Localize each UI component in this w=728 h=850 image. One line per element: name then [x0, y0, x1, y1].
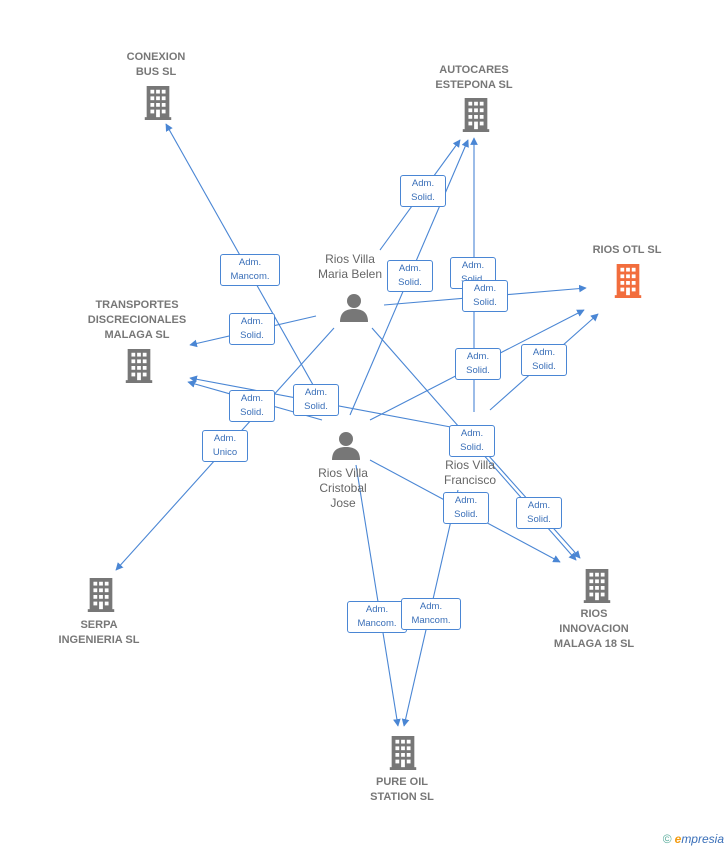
node-rios-otl[interactable]: RIOS OTL SL	[592, 244, 662, 256]
brand-initial: e	[674, 832, 682, 846]
autocares-estepona-building-icon[interactable]	[462, 98, 490, 132]
edge-label[interactable]: Adm. Solid.	[521, 344, 567, 376]
edge-label[interactable]: Adm. Solid.	[229, 313, 275, 345]
node-autocares-estepona[interactable]: AUTOCARES ESTEPONA SL	[435, 64, 513, 91]
node-francisco[interactable]: Rios Villa Francisco	[443, 458, 496, 487]
edge-label[interactable]: Adm. Mancom.	[401, 598, 461, 630]
edge-label[interactable]: Adm. Unico	[202, 430, 248, 462]
edge-label[interactable]: Adm. Solid.	[229, 390, 275, 422]
maria-belen-person-icon[interactable]	[340, 294, 368, 322]
edge-label[interactable]: Adm. Mancom.	[220, 254, 280, 286]
node-rios-innovacion[interactable]: RIOS INNOVACION MALAGA 18 SL	[553, 608, 635, 650]
brand-name: mpresia	[681, 832, 724, 846]
edge-label[interactable]: Adm. Solid.	[462, 280, 508, 312]
conexion-bus-building-icon[interactable]	[144, 86, 172, 120]
edge-label[interactable]: Adm. Solid.	[455, 348, 501, 380]
edge-label[interactable]: Adm. Solid.	[516, 497, 562, 529]
edge-label[interactable]: Adm. Solid.	[449, 425, 495, 457]
edge-label[interactable]: Adm. Solid.	[400, 175, 446, 207]
node-serpa-ingenieria[interactable]: SERPA INGENIERIA SL	[58, 619, 140, 646]
transportes-building-icon[interactable]	[125, 349, 153, 383]
footer-brand: ©empresia	[663, 832, 724, 846]
edge-label[interactable]: Adm. Solid.	[293, 384, 339, 416]
rios-otl-building-icon[interactable]	[614, 264, 642, 298]
innovacion-building-icon[interactable]	[583, 569, 611, 603]
node-pure-oil[interactable]: PURE OIL STATION SL	[370, 776, 434, 803]
edges	[115, 123, 599, 727]
node-maria-belen[interactable]: Rios Villa Maria Belen	[317, 252, 383, 281]
node-icons	[87, 86, 642, 770]
edge-label[interactable]: Adm. Solid.	[387, 260, 433, 292]
edge-label[interactable]: Adm. Solid.	[443, 492, 489, 524]
cristobal-person-icon[interactable]	[332, 432, 360, 460]
node-transportes-discrecionales[interactable]: TRANSPORTES DISCRECIONALES MALAGA SL	[87, 299, 187, 341]
pure-oil-building-icon[interactable]	[389, 736, 417, 770]
copyright-symbol: ©	[662, 832, 672, 846]
edge-label[interactable]: Adm. Mancom.	[347, 601, 407, 633]
edge-cristobal-pureoil	[355, 464, 401, 727]
node-conexion-bus[interactable]: CONEXION BUS SL	[126, 51, 186, 78]
node-cristobal-jose[interactable]: Rios Villa Cristobal Jose	[318, 466, 368, 510]
serpa-building-icon[interactable]	[87, 578, 115, 612]
